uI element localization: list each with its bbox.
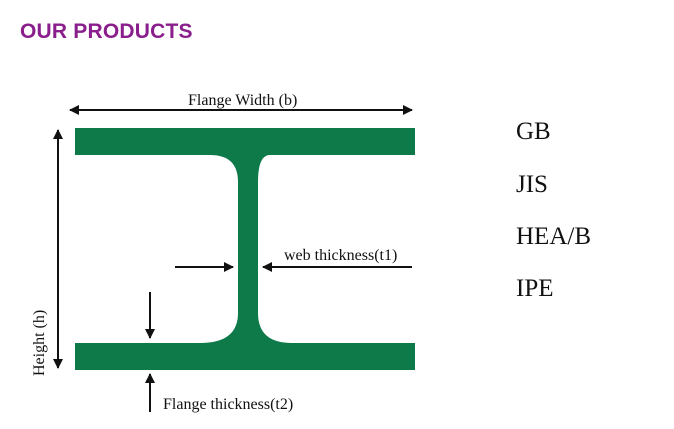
height-label: Height (h) bbox=[31, 310, 48, 376]
page-title: OUR PRODUCTS bbox=[20, 20, 193, 43]
web-thickness-label: web thickness(t1) bbox=[284, 247, 397, 264]
standard-jis: JIS bbox=[516, 171, 548, 198]
i-beam-shape bbox=[75, 128, 415, 370]
standard-ipe: IPE bbox=[516, 275, 554, 302]
flange-width-label: Flange Width (b) bbox=[188, 92, 297, 109]
standard-gb: GB bbox=[516, 118, 551, 145]
flange-thickness-label: Flange thickness(t2) bbox=[163, 396, 293, 413]
standard-hea-b: HEA/B bbox=[516, 223, 591, 250]
